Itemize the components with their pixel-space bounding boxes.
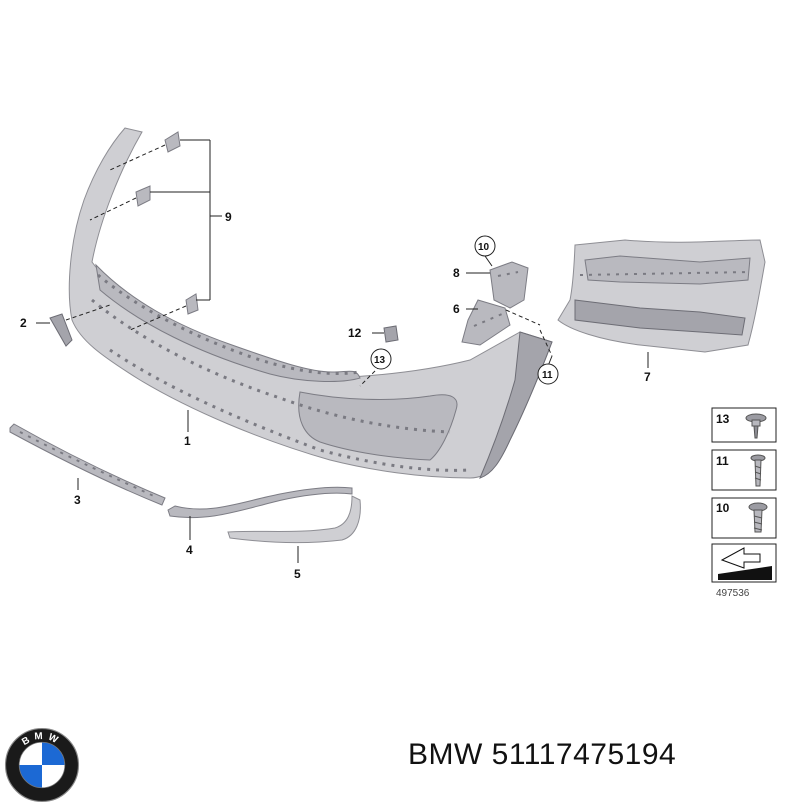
callout-12: 12 — [348, 326, 362, 340]
callout-5: 5 — [294, 567, 301, 581]
bracket-8-drawing — [489, 261, 529, 309]
legend-row-13: 13 — [716, 412, 730, 426]
catalog-number: 497536 — [716, 588, 750, 599]
legend-row-10: 10 — [716, 501, 730, 515]
callout-3: 3 — [74, 493, 81, 507]
trim-strip-3 — [9, 423, 166, 506]
callout-11: 11 — [542, 370, 553, 381]
clip-9-mid — [135, 185, 151, 207]
callout-11-circle — [537, 363, 559, 385]
screw-11-icon — [750, 454, 766, 487]
bracket-6-drawing — [461, 299, 511, 346]
fastener-legend: 13 11 10 497536 — [711, 407, 777, 599]
callout-1: 1 — [184, 434, 191, 448]
callout-13-circle — [370, 348, 392, 370]
callouts: 1 2 3 4 5 6 7 8 9 12 13 10 11 — [20, 210, 651, 581]
bracket-7-drawing — [557, 239, 766, 353]
callout-13: 13 — [374, 355, 386, 366]
legend-row-11: 11 — [716, 454, 729, 468]
trim-strip-4 — [167, 486, 353, 519]
callout-8: 8 — [453, 266, 460, 280]
bmw-logo: BMW — [4, 727, 80, 803]
callout-10-circle — [474, 235, 496, 257]
reflector-drawing — [49, 313, 73, 347]
callout-9: 9 — [225, 210, 232, 224]
clip-9-bottom — [185, 293, 199, 315]
bumper-cover-drawing — [68, 127, 553, 479]
part-number-caption: BMW 51117475194 — [408, 738, 677, 771]
callout-2: 2 — [20, 316, 27, 330]
section-symbol-icon — [718, 547, 772, 580]
callout-6: 6 — [453, 302, 460, 316]
fastener-12-drawing — [383, 325, 399, 343]
screw-10-icon — [748, 502, 768, 533]
callout-4: 4 — [186, 543, 193, 557]
callout-10: 10 — [478, 242, 490, 253]
leader-lines — [36, 139, 649, 563]
trim-strip-5 — [227, 495, 361, 544]
screw-13-icon — [745, 413, 767, 439]
callout-7: 7 — [644, 370, 651, 384]
clip-9-top — [164, 131, 181, 153]
